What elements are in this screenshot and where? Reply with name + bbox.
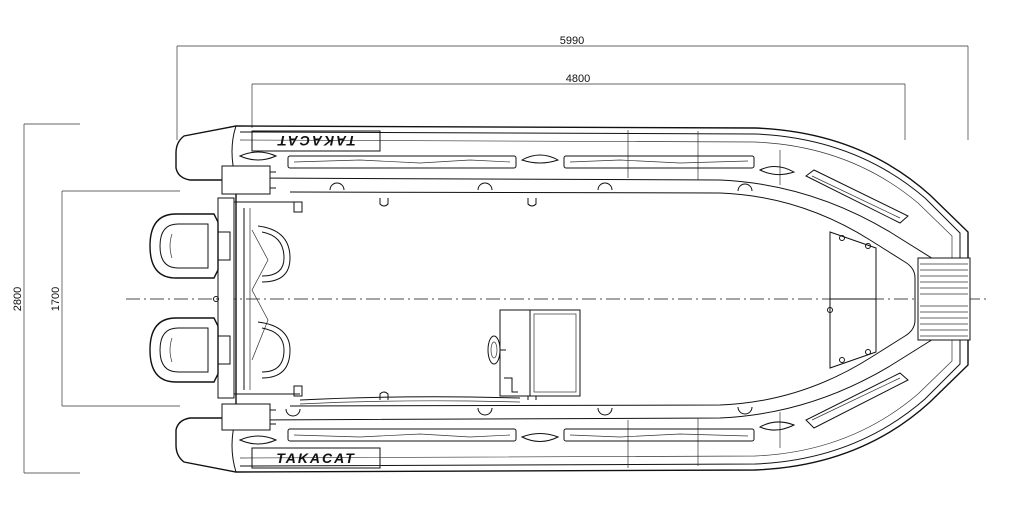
grab-lines xyxy=(287,155,909,442)
overall-length-label: 5990 xyxy=(560,35,584,47)
bow-deck xyxy=(827,231,877,369)
tube-handles xyxy=(238,151,796,445)
dimension-tube-length: 4800 xyxy=(251,73,906,140)
center-console xyxy=(487,309,581,397)
inner-beam-label: 1700 xyxy=(50,287,62,311)
transom xyxy=(213,165,303,431)
bottom-brand-panel: TAKACAT xyxy=(251,447,381,469)
bottom-brand-text: TAKACAT xyxy=(276,450,356,466)
overall-beam-label: 2800 xyxy=(12,287,24,311)
dimension-overall-beam: 2800 xyxy=(12,123,80,474)
dimension-overall-length: 5990 xyxy=(176,35,969,140)
tube-length-label: 4800 xyxy=(566,73,590,85)
outboard-engine-port xyxy=(149,213,231,279)
bow-step-pad xyxy=(917,257,971,341)
steering-wheel-icon xyxy=(487,335,506,365)
top-brand-panel: TAKACAT xyxy=(251,130,381,152)
dimension-inner-beam: 1700 xyxy=(50,190,180,407)
steering-hoses xyxy=(257,225,521,405)
outboard-engine-starboard xyxy=(149,317,231,383)
top-brand-text: TAKACAT xyxy=(276,133,356,149)
